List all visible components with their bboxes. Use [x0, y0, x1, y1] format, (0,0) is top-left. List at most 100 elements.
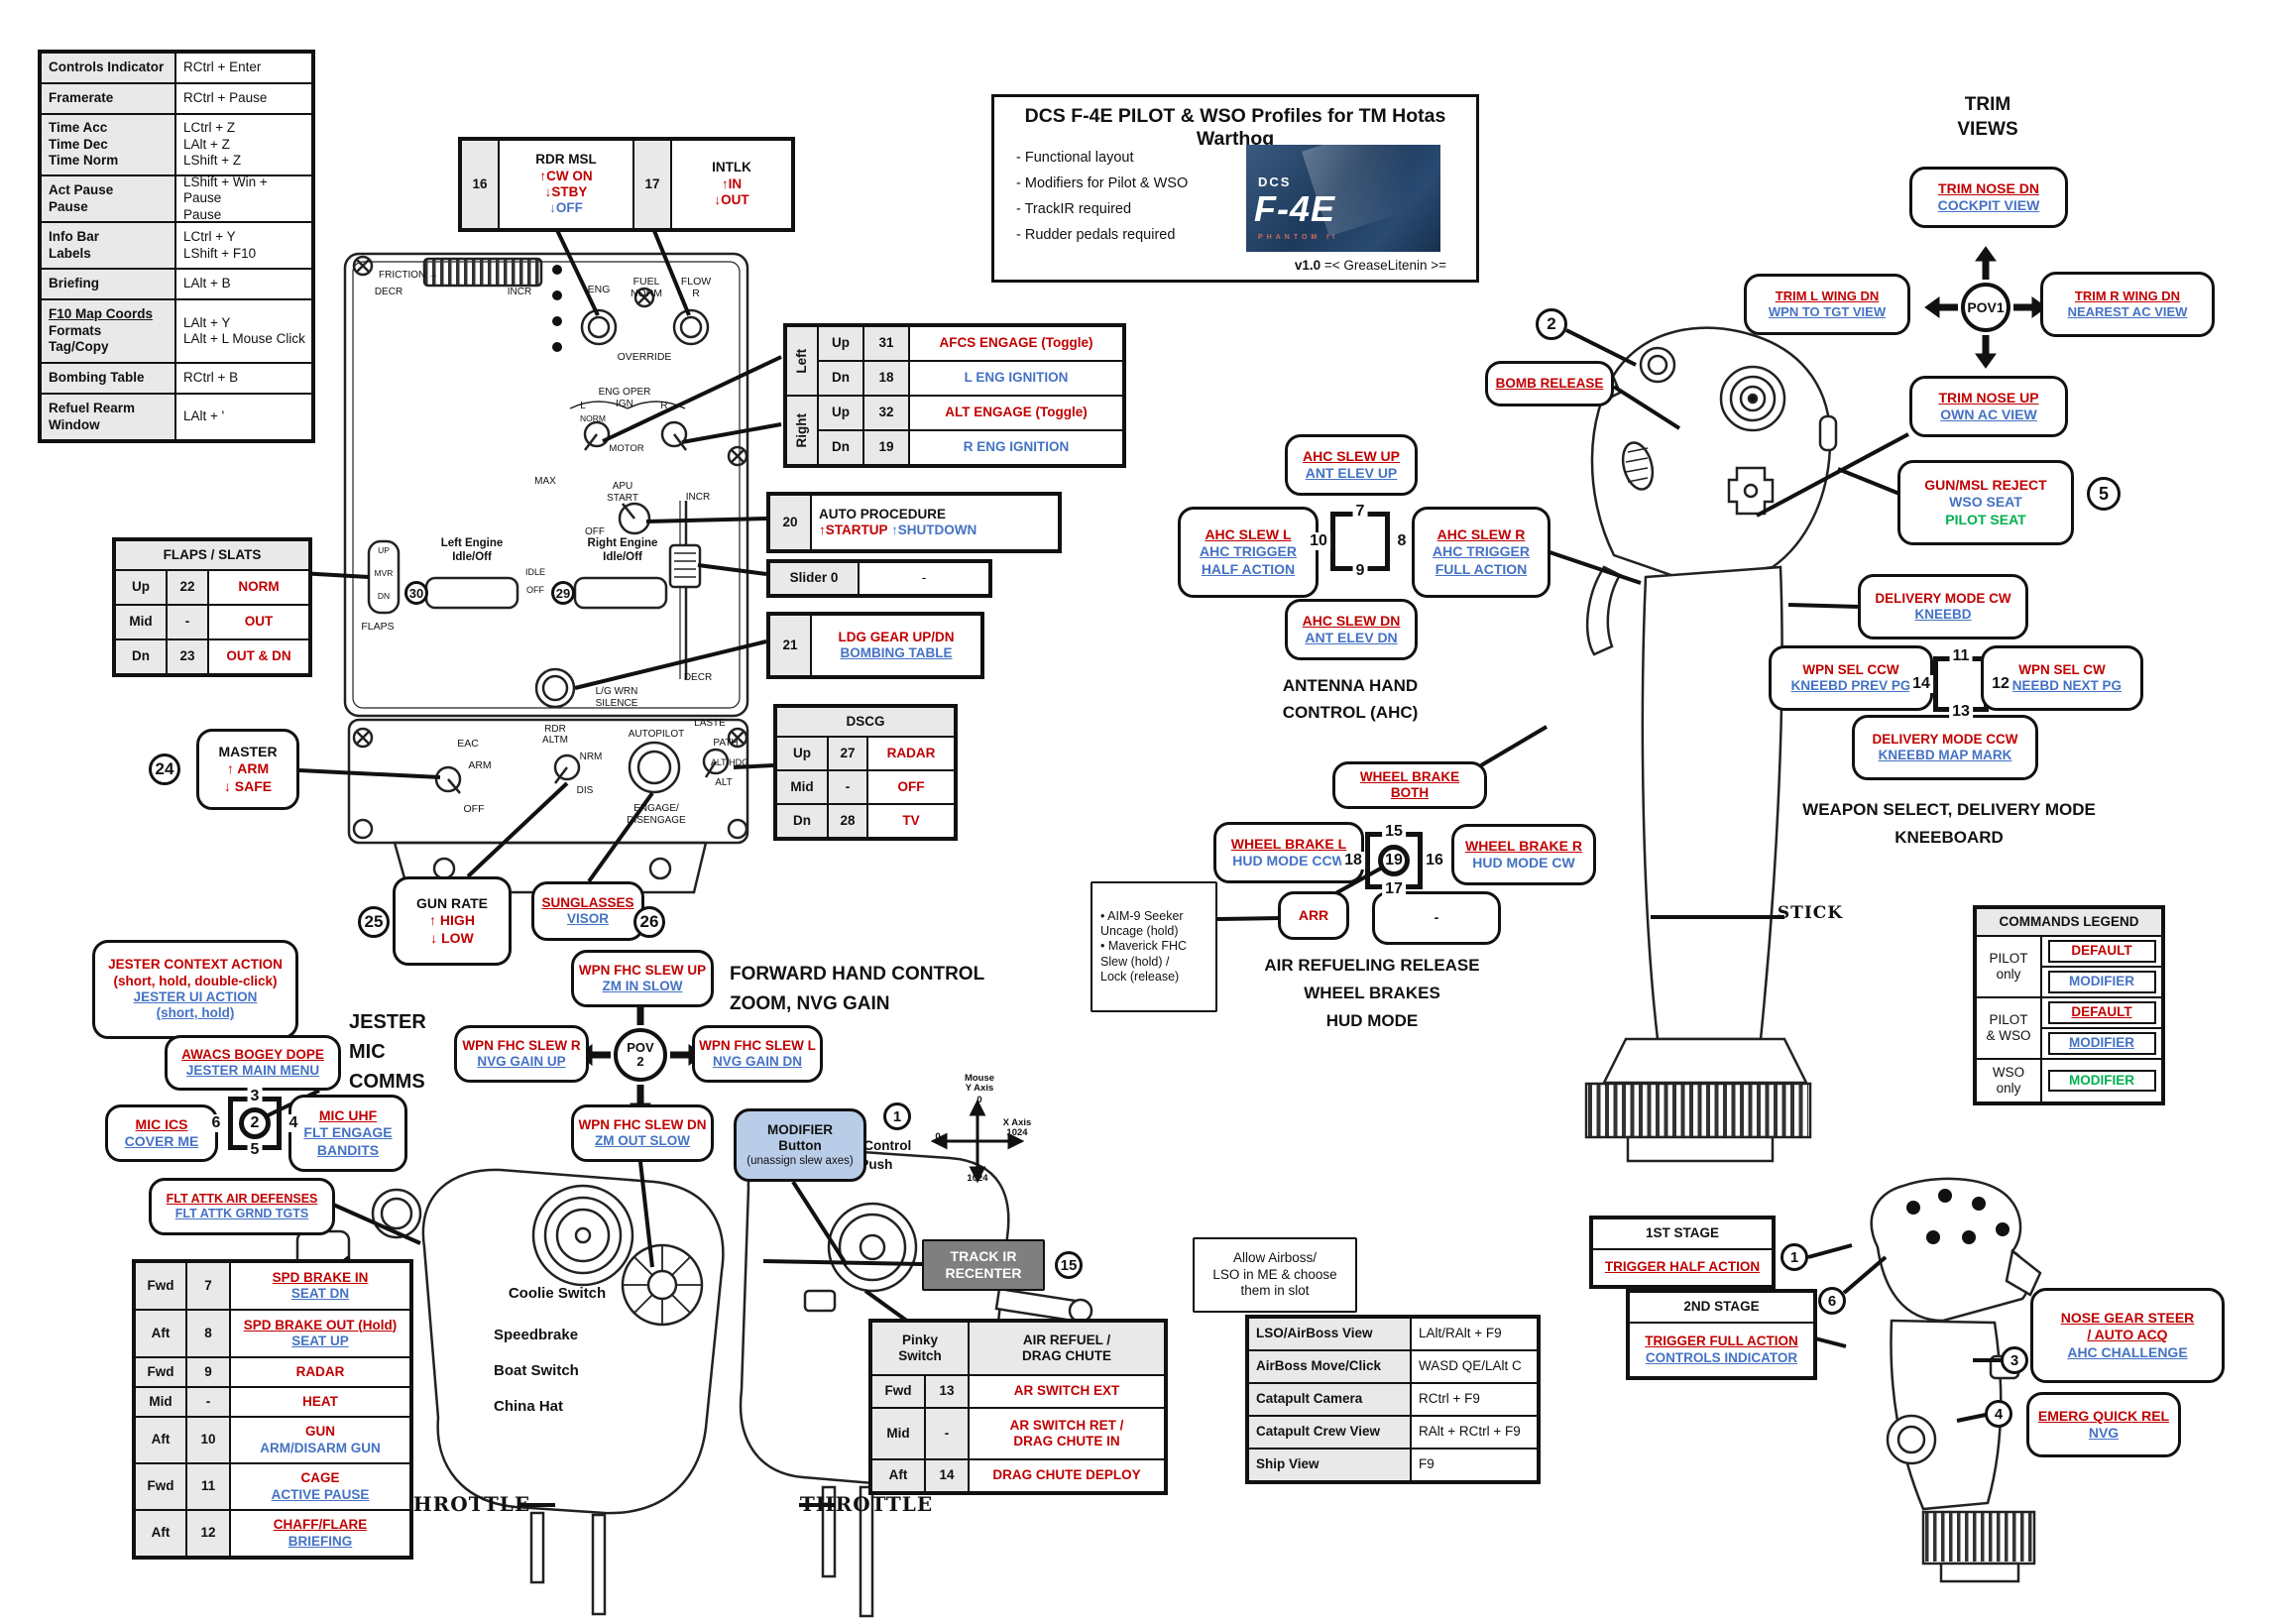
text-line: ALT ENGAGE (Toggle) — [945, 405, 1088, 420]
shortcuts-table-cell: RCtrl + B — [175, 363, 312, 394]
text-line: PILOT — [1989, 950, 2028, 966]
text-line: KNEEBD MAP MARK — [1878, 748, 2012, 762]
text-line: Aft — [151, 1525, 171, 1541]
afcs-table-cell: 31 — [863, 326, 909, 361]
label-line: OFF — [463, 803, 485, 815]
first-stage-table-cell: TRIGGER HALF ACTION — [1592, 1249, 1773, 1286]
label-line: JESTER — [349, 1011, 426, 1033]
text-line: MIC UHF — [318, 1107, 378, 1124]
label-line: Right Engine — [587, 537, 658, 549]
text-line: Dn — [832, 370, 850, 386]
text-line: Briefing — [49, 276, 100, 291]
rdr-msl-intlk-table-cell: 16 — [461, 140, 499, 229]
text-line: 17 — [644, 175, 660, 191]
dscg-table-cell: - — [828, 770, 867, 804]
label-line: THROTTLE — [799, 1492, 934, 1516]
version-number: v1.0 — [1294, 258, 1321, 273]
pl-laste: LASTE — [694, 718, 726, 730]
text-line: OUT & DN — [226, 648, 291, 664]
title-box: DCS F-4E PILOT & WSO Profiles for TM Hot… — [991, 94, 1479, 283]
text-line: 31 — [878, 335, 894, 351]
afcs-table-cell: 18 — [863, 361, 909, 396]
text-line: RCtrl + Pause — [183, 90, 268, 106]
pl-dis: DIS — [577, 785, 594, 797]
text-line: ↑CW ON — [539, 168, 593, 183]
pinky-switch-table-cell: 13 — [925, 1375, 969, 1408]
wpn-sel-hat-top-number: 11 — [1949, 647, 1973, 665]
text-line: them in slot — [1240, 1283, 1310, 1299]
text-line: Time Acc — [49, 120, 108, 136]
throttle-label-left: THROTTLE — [398, 1493, 530, 1516]
text-line: 27 — [840, 745, 856, 760]
stick-label: STICK — [1778, 903, 1843, 924]
label-line: HUD MODE — [1325, 1011, 1419, 1030]
pl-up: UP — [378, 545, 390, 556]
text-line: NEAREST AC VIEW — [2067, 304, 2188, 319]
commands-legend-table-cell: PILOT& WSO — [1976, 997, 2041, 1059]
text-line: Pinky — [901, 1332, 939, 1347]
wheel-brake-hat-right-number: 16 — [1423, 852, 1446, 869]
dscg-table-cell: Mid — [776, 770, 828, 804]
callout-number-26: 26 — [633, 906, 665, 938]
label-line: ENG OPER — [598, 387, 651, 398]
text-line: FULL ACTION — [1435, 560, 1528, 577]
text-line: Catapult Crew View — [1256, 1424, 1381, 1440]
text-line: LShift + Win + Pause — [183, 174, 268, 206]
text-line: Labels — [49, 245, 91, 261]
commands-legend-table-cell: MODIFIER — [2041, 967, 2162, 997]
label-line: UP — [378, 545, 390, 555]
callout-number-2: 2 — [1536, 308, 1567, 340]
text-line: ↓OFF — [549, 200, 583, 216]
text-line: WHEEL BRAKE L — [1230, 835, 1347, 852]
text-line: AR SWITCH RET / — [1009, 1417, 1124, 1433]
text-line: Mid — [129, 614, 153, 630]
pl-autopilot: AUTOPILOT — [629, 729, 685, 741]
circle-number: 1 — [892, 1107, 902, 1125]
label-line: ANTENNA HAND — [1282, 676, 1419, 695]
lso-airboss-table-cell: AirBoss Move/Click — [1248, 1350, 1411, 1383]
pinky-switch-table-cell: AR SWITCH EXT — [969, 1375, 1165, 1408]
label-line: MIC — [349, 1041, 386, 1063]
label-line: MAX — [534, 476, 556, 487]
circle-number: 3 — [2009, 1351, 2019, 1369]
speedbrake-table-cell: Fwd — [135, 1262, 186, 1310]
label-line: COMMS — [349, 1071, 425, 1093]
text-line: Allow Airboss/ — [1232, 1250, 1318, 1266]
commands-legend-table-cell: MODIFIER — [2041, 1059, 2162, 1102]
text-line: KNEEBD — [1914, 607, 1972, 622]
label-line: EAC — [457, 738, 479, 750]
text-line: LCtrl + Y — [183, 229, 236, 245]
auto-procedure-table-cell: AUTO PROCEDURE↑STARTUP ↑SHUTDOWN — [811, 495, 1059, 550]
dscg-table-cell: Dn — [776, 804, 828, 838]
speedbrake-table-cell: Fwd — [135, 1357, 186, 1387]
feature-bullet: Rudder pedals required — [1016, 222, 1188, 248]
dscg-table-cell: OFF — [867, 770, 955, 804]
text-line: ↓OUT — [714, 192, 749, 208]
label-line: OVERRIDE — [617, 351, 672, 363]
text-line: ARM/DISARM GUN — [260, 1440, 381, 1455]
f4e-box-art: DCS F-4E PHANTOM II — [1246, 145, 1440, 252]
pl-idle: IDLE — [525, 567, 545, 577]
text-line: 21 — [782, 637, 798, 652]
text-line: NVG GAIN DN — [712, 1054, 802, 1069]
text-line: NVG GAIN UP — [477, 1054, 566, 1069]
text-line: NVG — [2088, 1425, 2120, 1441]
text-line: PILOT SEAT — [1945, 511, 2026, 527]
shortcuts-table-cell: Briefing — [41, 269, 175, 299]
text-line: ↓ LOW — [430, 929, 474, 946]
text-line: AWACS BOGEY DOPE — [181, 1046, 324, 1062]
text-line: COCKPIT VIEW — [1937, 197, 2040, 213]
